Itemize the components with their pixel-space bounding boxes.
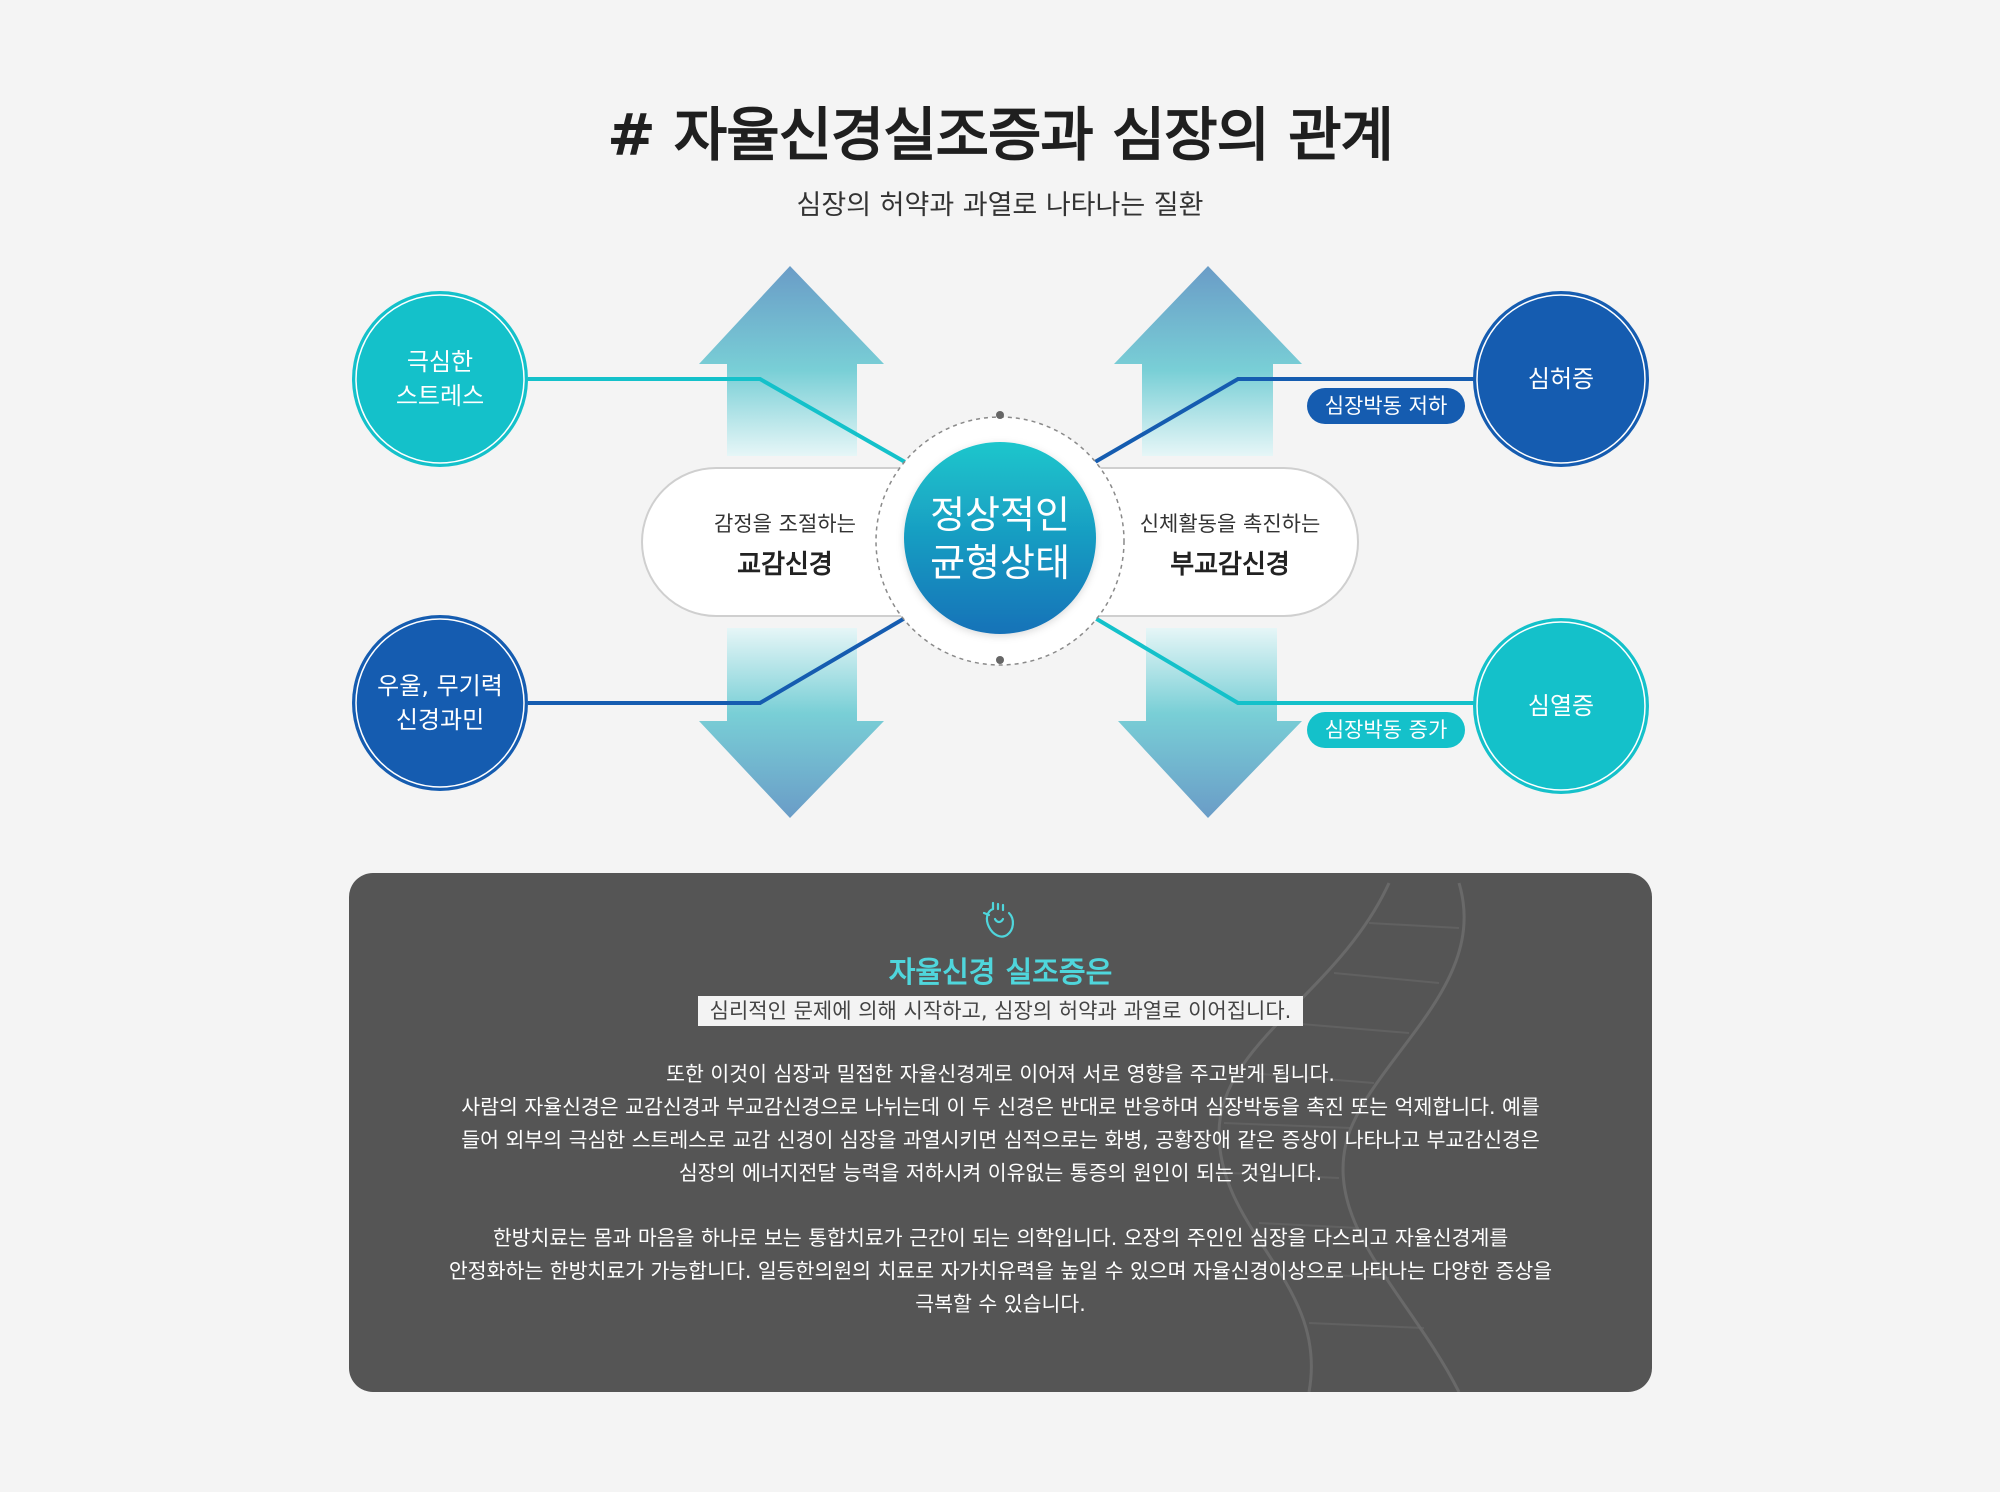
sympathetic-desc: 감정을 조절하는 [714, 512, 856, 536]
panel-highlight-row: 심리적인 문제에 의해 시작하고, 심장의 허약과 과열로 이어집니다. [349, 996, 1652, 1026]
circle-simyeol [1473, 618, 1649, 794]
page-title: # 자율신경실조증과 심장의 관계 [607, 101, 1394, 169]
tag-heartbeat-up: 심장박동 증가 [1307, 712, 1465, 748]
para1-line: 또한 이것이 심장과 밀접한 자율신경계로 이어져 서로 영향을 주고받게 됩니… [666, 1062, 1335, 1086]
balance-diagram [352, 266, 1649, 818]
circle-simheo [1473, 291, 1649, 467]
ring-dot-bottom [996, 656, 1004, 664]
heart-icon [982, 901, 1014, 938]
page-subtitle: 심장의 허약과 과열로 나타나는 질환 [796, 190, 1204, 221]
circle-stress-ring [355, 294, 525, 464]
ring-dot-top [996, 411, 1004, 419]
circle-depression-ring [355, 618, 525, 788]
panel-title: 자율신경 실조증은 [888, 955, 1113, 989]
tag-heartbeat-down: 심장박동 저하 [1307, 388, 1465, 424]
sympathetic-text: 감정을 조절하는 교감신경 [680, 508, 890, 581]
center-circle [904, 442, 1096, 634]
stress-line1: 극심한 [406, 348, 474, 376]
simyeol-label: 심열증 [1527, 692, 1595, 720]
up-arrow-right [1114, 266, 1302, 456]
depression-label: 우울, 무기력 신경과민 [352, 669, 528, 737]
center-line1: 정상적인 [930, 493, 1070, 537]
circle-simyeol-ring [1476, 621, 1646, 791]
para1-line: 사람의 자율신경은 교감신경과 부교감신경으로 나뉘는데 이 두 신경은 반대로… [461, 1095, 1540, 1119]
dna-decoration [1217, 882, 1466, 1392]
center-line2: 균형상태 [930, 541, 1070, 585]
stress-label: 극심한 스트레스 [352, 345, 528, 413]
sympathetic-name: 교감신경 [737, 550, 833, 580]
panel-paragraph-1: 또한 이것이 심장과 밀접한 자율신경계로 이어져 서로 영향을 주고받게 됩니… [409, 1058, 1592, 1190]
para2-line: 한방치료는 몸과 마음을 하나로 보는 통합치료가 근간이 되는 의학입니다. … [492, 1226, 1509, 1250]
circle-simheo-ring [1476, 294, 1646, 464]
connector-stress [528, 377, 906, 464]
connector-depression [528, 616, 907, 705]
parasympathetic-text: 신체활동을 촉진하는 부교감신경 [1110, 508, 1350, 581]
circle-depression [352, 615, 528, 791]
depression-line2: 신경과민 [395, 706, 485, 734]
connector-simyeol [1093, 616, 1475, 705]
para2-line: 안정화하는 한방치료가 가능합니다. 일등한의원의 치료로 자가치유력을 높일 … [448, 1259, 1553, 1283]
explanation-panel: 자율신경 실조증은 심리적인 문제에 의해 시작하고, 심장의 허약과 과열로 … [349, 873, 1652, 1392]
panel-paragraph-2: 한방치료는 몸과 마음을 하나로 보는 통합치료가 근간이 되는 의학입니다. … [409, 1222, 1592, 1321]
parasympathetic-desc: 신체활동을 촉진하는 [1139, 512, 1321, 536]
stress-line2: 스트레스 [395, 382, 485, 410]
simheo-label: 심허증 [1527, 365, 1595, 393]
para2-line: 극복할 수 있습니다. [915, 1292, 1086, 1316]
down-arrow-right [1118, 628, 1302, 818]
connector-simheo [1093, 377, 1475, 464]
panel-highlight: 심리적인 문제에 의해 시작하고, 심장의 허약과 과열로 이어집니다. [697, 996, 1304, 1026]
parasympathetic-name: 부교감신경 [1170, 550, 1290, 580]
depression-line1: 우울, 무기력 [377, 672, 503, 700]
up-arrow-left [699, 266, 884, 456]
center-label: 정상적인 균형상태 [904, 491, 1096, 587]
down-arrow-left [699, 628, 884, 818]
circle-stress [352, 291, 528, 467]
para1-line: 심장의 에너지전달 능력을 저하시켜 이유없는 통증의 원인이 되는 것입니다. [678, 1161, 1323, 1185]
para1-line: 들어 외부의 극심한 스트레스로 교감 신경이 심장을 과열시키면 심적으로는 … [461, 1128, 1540, 1152]
